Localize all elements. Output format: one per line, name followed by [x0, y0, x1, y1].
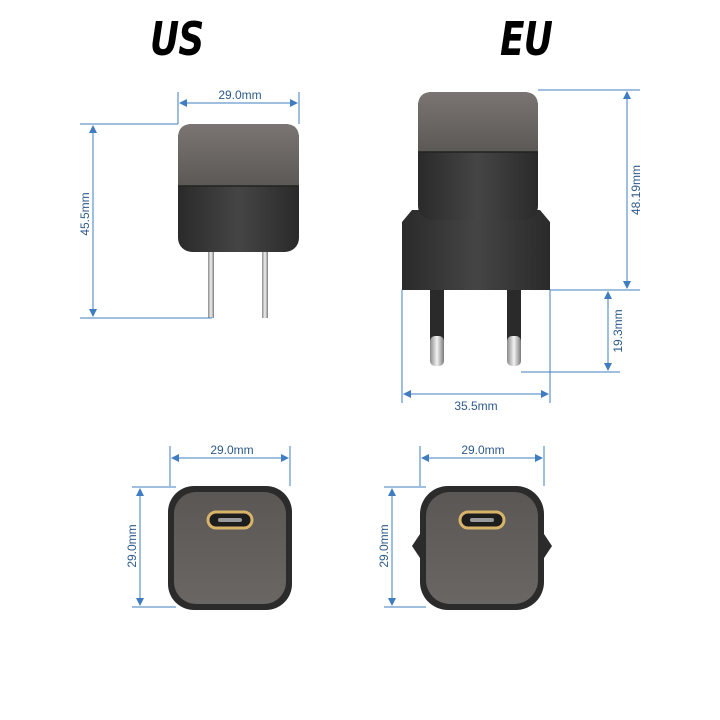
us-width-label: 29.0mm: [218, 88, 261, 102]
eu-pin-right: [507, 286, 521, 352]
eu-height-label: 48.19mm: [629, 165, 643, 215]
us-height-dimension: 45.5mm: [78, 123, 212, 319]
us-face-height-label: 29.0mm: [125, 524, 139, 567]
eu-charger-side: [402, 92, 550, 366]
eu-span-dimension: 35.5mm: [401, 290, 551, 413]
eu-charger-face: [412, 486, 552, 610]
eu-span-label: 35.5mm: [454, 399, 497, 413]
us-width-dimension: 29.0mm: [177, 88, 300, 124]
us-height-label: 45.5mm: [78, 192, 92, 235]
eu-title: EU: [500, 12, 553, 66]
eu-top-cap: [418, 92, 538, 152]
eu-height-dimension: 48.19mm: [538, 89, 643, 291]
us-face-width-label: 29.0mm: [210, 443, 253, 457]
eu-pin-left: [430, 286, 444, 352]
us-title: US: [150, 12, 204, 66]
eu-pin-length-label: 19.3mm: [611, 309, 625, 352]
us-top-cap: [178, 124, 299, 186]
us-face-width-dimension: 29.0mm: [169, 443, 291, 486]
us-pin-left: [208, 246, 214, 318]
eu-face-width-dimension: 29.0mm: [419, 443, 545, 486]
us-pin-right: [262, 246, 268, 318]
us-charger-side: [178, 124, 299, 318]
us-face-height-dimension: 29.0mm: [125, 486, 176, 608]
eu-face-height-label: 29.0mm: [377, 524, 391, 567]
eu-pin-length-dimension: 19.3mm: [521, 291, 625, 373]
eu-face-height-dimension: 29.0mm: [377, 486, 426, 608]
us-charger-face: [168, 486, 292, 610]
eu-face-width-label: 29.0mm: [461, 443, 504, 457]
eu-base: [402, 210, 550, 290]
